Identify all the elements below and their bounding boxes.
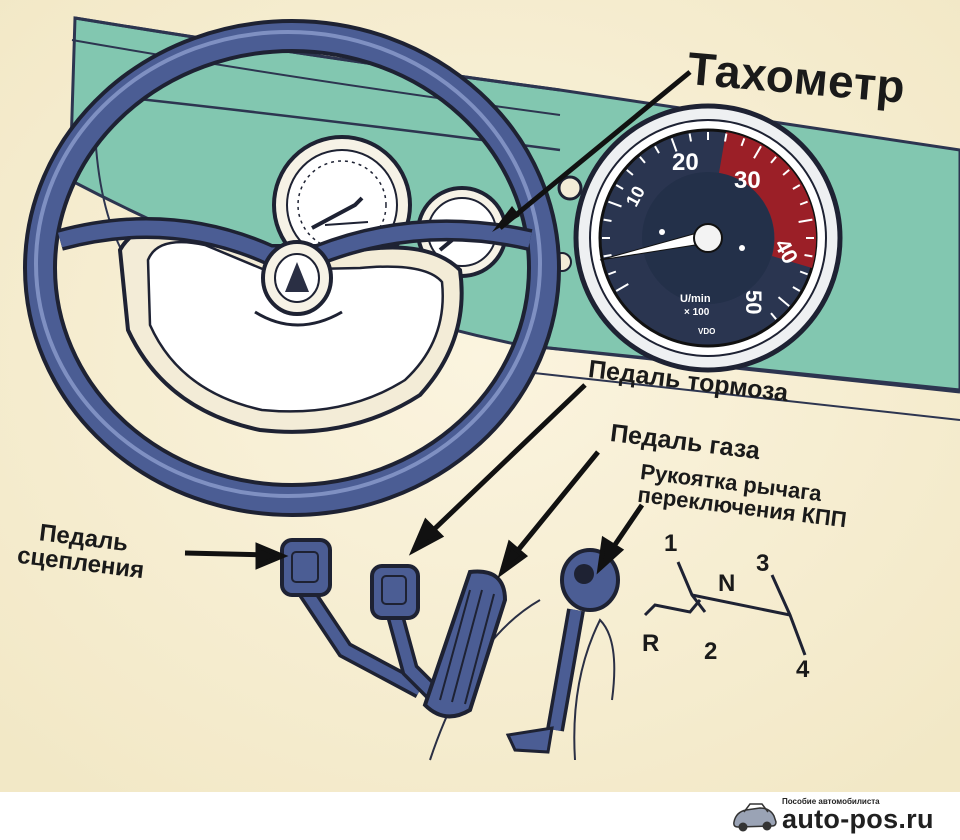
gear-label-r: R [642,630,660,657]
gear-label-3: 3 [756,550,770,577]
tachometer-zoom: 10 20 30 40 50 U/min × 100 VDO [573,103,843,373]
dial-tick [792,286,801,292]
dial-unit: U/min [680,293,711,305]
dial-tick [740,138,746,147]
dial-tick [724,133,728,142]
gear-label-1: 1 [664,530,678,557]
gear-label-2: 2 [704,638,718,665]
gear-label-4: 4 [796,656,810,683]
watermark-site: auto-pos.ru [782,804,934,834]
dial-tick [639,156,646,164]
dial-tick [670,138,678,152]
dial-tick [753,145,762,159]
dial-tick [603,218,612,222]
dial-tick [615,184,624,190]
dial-tick [799,200,808,206]
dial-tick [770,156,777,164]
dial-tick [799,270,808,276]
steering-wheel [23,19,561,517]
dial-tick [608,270,617,276]
dial-unit-scale: × 100 [684,307,710,318]
dial-tick [804,254,813,258]
gear-label-n: N [718,570,736,597]
watermark-tagline: Пособие автомобилиста [782,797,880,806]
dial-maker: VDO [698,327,715,336]
clutch-pedal [280,538,425,698]
dial-tick [654,145,660,154]
gear-shift-pattern [643,561,807,656]
dial-tick [603,254,612,258]
dial-tick [782,169,790,176]
dial-tick [608,200,622,208]
dial-tick [792,184,801,190]
dial-label-50: 50 [741,290,766,314]
dial-tick [770,312,777,320]
tachometer-leader [498,70,692,230]
dial-tick [777,296,790,307]
dial-label-20: 20 [672,149,699,176]
leader-arrows [184,383,645,579]
dial-tick [615,283,629,292]
dial-tick [798,218,813,223]
car-logo-icon [733,803,777,832]
gas-pedal [422,569,508,719]
watermark-footer [0,792,960,840]
dial-tick [688,133,692,142]
dial-label-30: 30 [734,167,761,194]
dial-tick [626,169,634,176]
